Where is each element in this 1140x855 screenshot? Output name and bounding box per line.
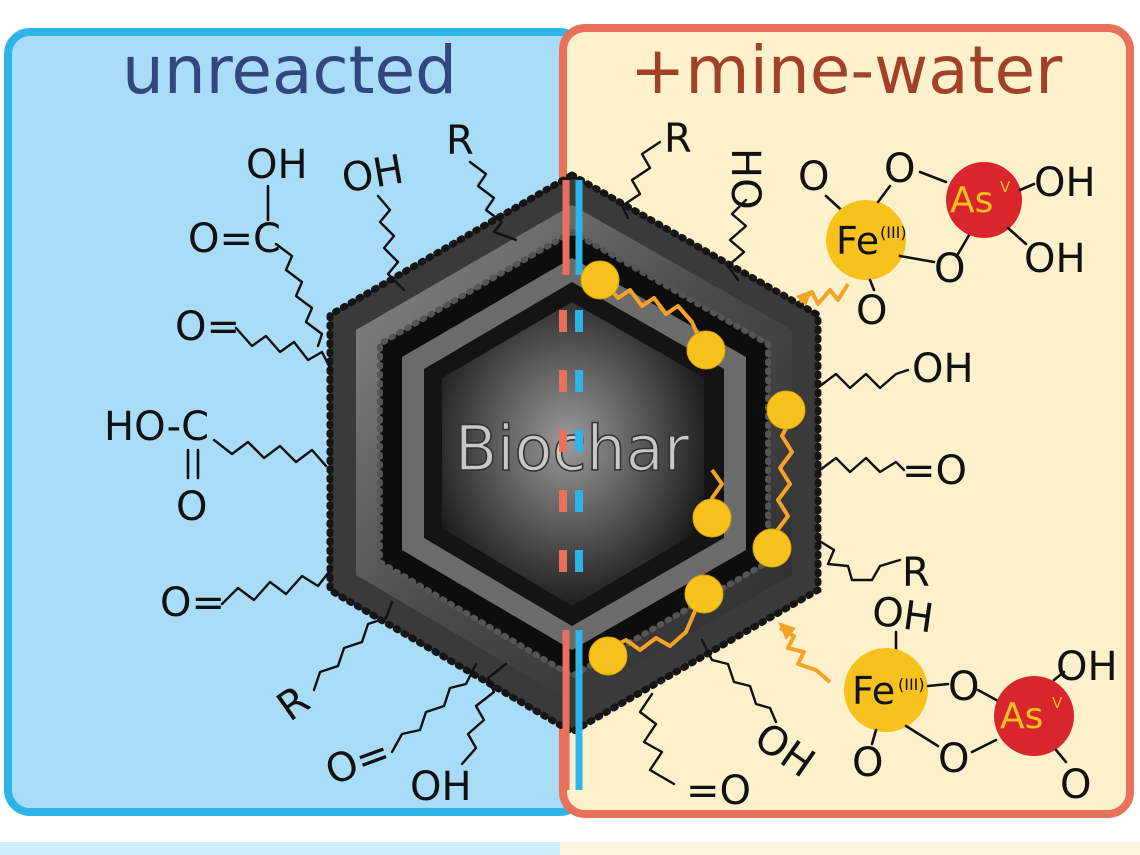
chain-hydroxyl-5 [700,638,778,724]
label-oh: OH [746,714,823,787]
label-o: O [798,154,829,200]
bond-as-oh-2 [1006,226,1028,246]
left-functional-groups: OH O=C OH R O= HO-C O O= R [104,118,518,810]
label-ho-c: HO-C [104,404,209,450]
biochar-label: Biochar [455,412,690,485]
iron-dot [766,390,806,430]
iron-atom [826,200,906,280]
chain-r-3 [620,140,662,220]
chain-hydroxyl-4 [818,368,910,390]
label-r: R [269,677,318,731]
bond-fe-o-6 [870,728,878,746]
chain-r-4 [816,538,902,582]
chain-carbonyl-4 [818,456,906,474]
arsenic-symbol: As [950,180,993,221]
bond-fe-o-5 [904,724,940,748]
bond-fe-o-4 [926,682,950,688]
label-r: R [664,116,692,162]
zigzag-bond [604,282,702,341]
chain-carbonyl-3 [390,662,478,754]
iron-atom [844,648,928,732]
unreacted-title: unreacted [122,32,458,109]
biochar-ring-2-dots [377,228,771,680]
iron-dot [588,636,628,676]
arsenic-atom [946,162,1022,238]
arsenic-oxidation: V [1052,694,1063,712]
chain-r [468,160,518,242]
label-o: O [884,146,915,192]
label-o: O [934,246,965,292]
chain-r-2 [312,600,394,692]
iron-oxidation: (III) [898,675,925,694]
label-r: R [446,118,474,164]
arsenic-atom [994,676,1074,756]
bond-o-as [918,170,948,184]
chain-hydroxyl-3 [726,198,748,282]
bond-as-oh [1018,182,1036,192]
iron-symbol: Fe [852,669,895,713]
iron-symbol: Fe [836,219,879,263]
bond-fe-o-3 [868,278,876,292]
bond-fe-o [876,184,892,204]
label-oh: OH [1024,236,1086,282]
iron-dot [692,498,732,538]
label-o: O [1060,762,1091,808]
label-oh: OH [246,142,308,188]
right-functional-groups: R HO O Fe (III) O O O As V OH OH [620,116,1118,814]
bond-arrowhead [778,622,796,640]
iron-oxidation: (III) [880,223,907,242]
bond-as-oh-3 [1052,670,1066,682]
label-oh: OH [338,147,407,203]
label-ho: HO [722,148,768,210]
label-o-eq: O= [175,304,240,350]
zigzag-bond [609,603,700,652]
label-eq-o: =O [902,448,967,494]
chain-carbonyl-5 [638,692,676,786]
bond-arrowhead [796,290,812,306]
label-o-eq: O= [320,729,397,794]
chain-carboxyl [274,242,324,348]
label-o: O [938,736,969,782]
bond-as-o [1054,748,1068,764]
label-o-eq-c: O=C [188,216,281,262]
chain-carbonyl [234,326,334,374]
label-o: O [852,740,883,786]
chain-hydroxyl [376,194,406,292]
arsenic-symbol: As [1000,696,1043,737]
panel-divider [559,180,583,790]
bottom-strip-left [0,842,560,855]
iron-dot [580,260,620,300]
label-oh: OH [1056,644,1118,690]
biochar-outer-dots [326,170,822,737]
label-o-eq: O= [160,580,225,626]
label-oh: OH [1034,160,1096,206]
iron-dot [686,330,726,370]
bond-o-as-4 [970,738,998,754]
label-eq-o: =O [686,768,751,814]
zigzag-bond [779,626,832,684]
label-oh: OH [410,764,472,810]
label-o: O [856,288,887,334]
adsorbed-iron-dots [580,260,806,676]
chain-hydroxyl-2 [460,662,508,766]
label-o: O [948,664,979,710]
bond-o-as-3 [976,688,1002,704]
arsenic-oxidation: V [1000,178,1011,196]
surface-bonds [604,282,850,684]
chain-carboxyl-2 [212,438,328,468]
label-r: R [902,550,930,596]
iron-dot [752,528,792,568]
label-o: O [176,484,207,530]
bottom-strip-right [560,842,1140,855]
biochar-core [442,302,704,606]
label-oh: OH [869,588,936,642]
bond-fe-o-2 [898,254,936,264]
iron-dot [684,574,724,614]
mine-water-title: +mine-water [630,32,1063,109]
chain-carbonyl-2 [220,566,334,606]
label-oh: OH [912,346,974,392]
zigzag-bond [774,419,794,534]
